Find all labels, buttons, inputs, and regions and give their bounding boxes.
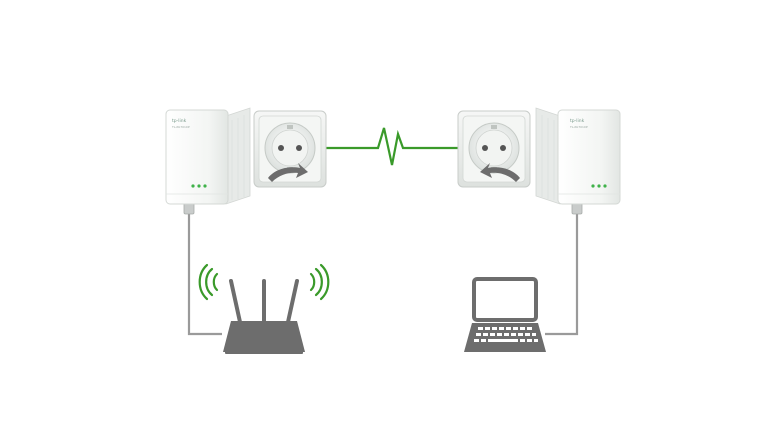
left-powerline-unit: tp-link TL-PA7010P xyxy=(165,107,327,205)
laptop-screen xyxy=(472,277,538,322)
right-adapter-model: TL-PA7010P xyxy=(569,125,588,129)
right-wall-outlet xyxy=(457,110,531,188)
right-adapter-led-power xyxy=(591,184,595,188)
router-antenna-left xyxy=(229,279,242,324)
laptop-icon xyxy=(464,277,546,352)
left-adapter-brand: tp-link xyxy=(172,118,187,124)
router-antenna-right xyxy=(286,279,299,324)
left-plug-in-arrow-icon xyxy=(268,163,308,182)
laptop-keyboard-base xyxy=(464,323,546,352)
right-adapter-led-plc xyxy=(597,184,601,188)
right-powerline-adapter: tp-link TL-PA7010P xyxy=(535,107,621,205)
left-adapter-led-eth xyxy=(203,184,207,188)
wifi-waves-icon xyxy=(198,263,330,301)
left-adapter-model: TL-PA7010P xyxy=(171,125,190,129)
left-ethernet-cable xyxy=(187,212,222,336)
wireless-router-icon xyxy=(198,263,330,354)
right-ethernet-cable xyxy=(545,212,579,336)
powerline-zigzag-signal xyxy=(326,127,461,166)
powerline-signal xyxy=(326,127,461,166)
laptop-keys xyxy=(474,327,538,342)
left-powerline-adapter: tp-link TL-PA7010P xyxy=(165,107,251,205)
right-plug-in-arrow-icon xyxy=(480,163,520,182)
left-wall-outlet xyxy=(253,110,327,188)
right-adapter-led-eth xyxy=(603,184,607,188)
right-powerline-unit: tp-link TL-PA7010P xyxy=(457,107,621,205)
left-adapter-led-power xyxy=(191,184,195,188)
left-adapter-led-plc xyxy=(197,184,201,188)
router-body xyxy=(223,321,305,352)
right-adapter-brand: tp-link xyxy=(570,118,585,124)
